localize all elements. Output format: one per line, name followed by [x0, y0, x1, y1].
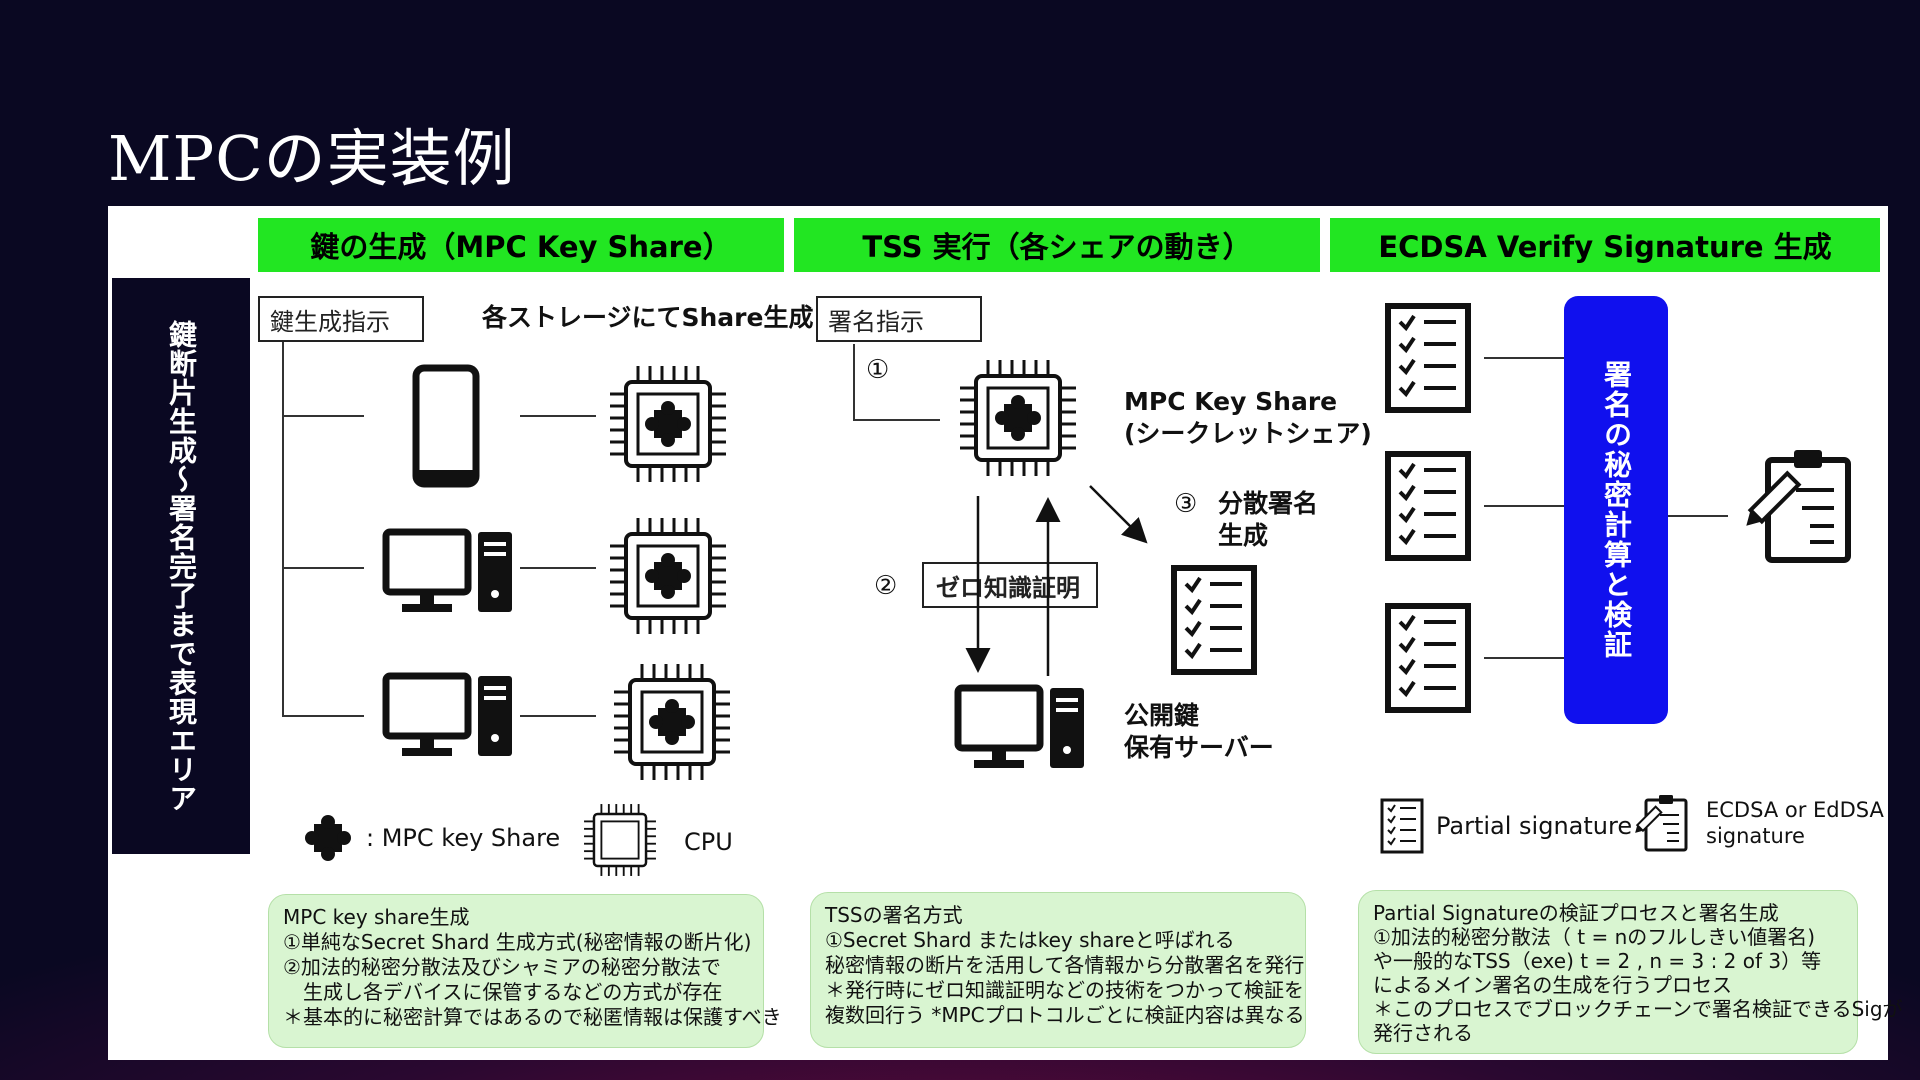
note-line: MPC key share生成 [283, 905, 470, 929]
server-label-2: 保有サーバー [1124, 733, 1274, 762]
cpu-chip-icon [582, 802, 658, 878]
diagram-graphics [282, 206, 1888, 878]
note-line: によるメイン署名の生成を行うプロセス [1373, 973, 1732, 997]
checklist-icon [1174, 568, 1254, 672]
server-label-1: 公開鍵 [1124, 701, 1200, 730]
legend-share-text: : MPC key Share [366, 824, 561, 852]
note-line: ＊このプロセスでブロックチェーンで署名検証できるSigが [1373, 997, 1903, 1021]
checklist-icon [1388, 606, 1468, 710]
note-line: ＊基本的に秘密計算ではあるので秘匿情報は保護すべき [283, 1005, 782, 1029]
note-line: 生成し各デバイスに保管するなどの方式が存在 [283, 980, 723, 1004]
note-line: や一般的なTSS（exe) t = 2 , n = 3 : 2 of 3）等 [1373, 949, 1822, 973]
sign-instruction-box: 署名指示 [816, 296, 982, 342]
legend-final-text-1: ECDSA or EdDSA [1706, 798, 1884, 822]
legend-final-text-2: signature [1706, 824, 1805, 848]
header-tss-execution: TSS 実行（各シェアの動き） [794, 218, 1320, 272]
note-line: ②加法的秘密分散法及びシャミアの秘密分散法で [283, 955, 721, 979]
desktop-icon [386, 676, 512, 756]
diagram-panel: 鍵の生成（MPC Key Share） TSS 実行（各シェアの動き） ECDS… [108, 206, 1903, 1060]
puzzle-icon [305, 815, 351, 861]
keygen-note: MPC key share生成 ①単純なSecret Shard 生成方式(秘密… [268, 894, 782, 1048]
legend-partial-text: Partial signature [1436, 812, 1633, 840]
checklist-icon [1380, 798, 1424, 854]
keygen-instruction-box: 鍵生成指示 [258, 296, 424, 342]
key-share-label-1: MPC Key Share [1124, 387, 1338, 416]
secret-computation-bar: 署名の秘密計算と検証 [1564, 296, 1668, 724]
step-1-marker: ① [866, 355, 890, 385]
note-line: Partial Signatureの検証プロセスと署名生成 [1373, 901, 1779, 925]
signature-clipboard-icon [1741, 450, 1848, 560]
header-ecdsa-verify: ECDSA Verify Signature 生成 [1330, 218, 1880, 272]
step-3-marker: ③ [1174, 489, 1198, 519]
distributed-signature-label-1: 分散署名 [1218, 489, 1319, 518]
zero-knowledge-proof-box: ゼロ知識証明 [922, 562, 1098, 608]
tss-note: TSSの署名方式 ①Secret Shard またはkey shareと呼ばれる… [810, 892, 1306, 1048]
checklist-icon [1388, 454, 1468, 558]
desktop-icon [386, 532, 512, 612]
note-line: ①Secret Shard またはkey shareと呼ばれる [825, 928, 1235, 952]
step-2-marker: ② [874, 571, 898, 601]
note-line: ＊発行時にゼロ知識証明などの技術をつかって検証を [825, 978, 1304, 1002]
legend-cpu-text: CPU [684, 828, 733, 856]
key-share-label-2: (シークレットシェア) [1124, 419, 1372, 448]
slide-title: MPCの実装例 [108, 122, 516, 195]
checklist-icon [1388, 306, 1468, 410]
note-line: ①加法的秘密分散法（ t = nのフルしきい値署名) [1373, 925, 1816, 949]
server-desktop-icon [958, 688, 1084, 768]
note-line: 発行される [1373, 1021, 1473, 1045]
note-line: 複数回行う *MPCプロトコルごとに検証内容は異なる [825, 1003, 1305, 1027]
header-key-generation: 鍵の生成（MPC Key Share） [258, 218, 784, 272]
share-generation-caption: 各ストレージにてShare生成 [482, 303, 814, 332]
note-line: 秘密情報の断片を活用して各情報から分散署名を発行 [825, 953, 1305, 977]
distributed-signature-label-2: 生成 [1218, 521, 1269, 550]
note-line: TSSの署名方式 [825, 903, 963, 927]
left-area-label: 鍵断片生成～署名完了まで表現エリア [112, 278, 250, 854]
smartphone-icon [412, 364, 480, 488]
note-line: ①単純なSecret Shard 生成方式(秘密情報の断片化) [283, 930, 752, 954]
ecdsa-note: Partial Signatureの検証プロセスと署名生成 ①加法的秘密分散法（… [1358, 890, 1903, 1054]
signature-clipboard-icon [1630, 793, 1688, 852]
